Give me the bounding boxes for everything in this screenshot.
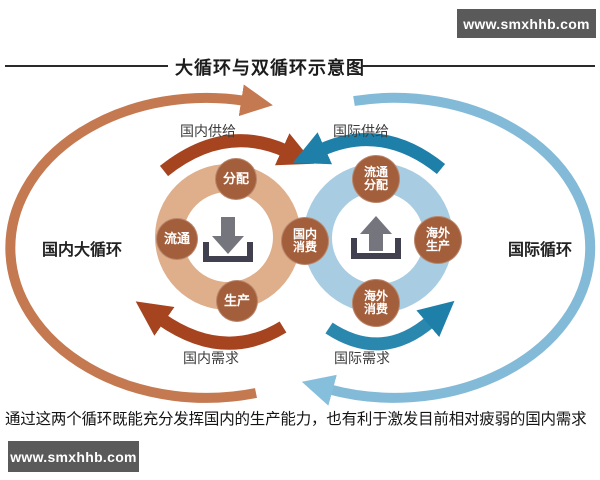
international-loop-arrow <box>301 92 596 406</box>
label-domestic-demand: 国内需求 <box>183 350 239 366</box>
page-title: 大循环与双循环示意图 <box>175 58 365 78</box>
node-overseas-consumption: 海外 消费 <box>352 279 400 327</box>
label-domestic-loop: 国内大循环 <box>42 242 123 259</box>
label-domestic-supply: 国内供给 <box>180 123 236 139</box>
site-badge-bottom: www.smxhhb.com <box>8 441 139 472</box>
title-rule-right <box>362 65 595 67</box>
node-circulation-distribution: 流通 分配 <box>352 155 400 203</box>
site-badge-bottom-text: www.smxhhb.com <box>10 448 137 465</box>
upload-icon <box>351 216 401 259</box>
site-badge-top: www.smxhhb.com <box>457 9 596 38</box>
label-international-demand: 国际需求 <box>334 350 390 366</box>
download-icon <box>203 217 253 262</box>
international-demand-arrow <box>325 300 455 351</box>
node-production: 生产 <box>216 280 258 322</box>
caption-text: 通过这两个循环既能充分发挥国内的生产能力，也有利于激发目前相对疲弱的国内需求 <box>5 411 587 428</box>
node-overseas-production: 海外 生产 <box>414 216 462 264</box>
domestic-demand-arrow <box>135 301 287 350</box>
domestic-supply-arrow <box>159 133 315 177</box>
title-rule-left <box>5 65 168 67</box>
node-circulation: 流通 <box>156 218 198 260</box>
site-badge-top-text: www.smxhhb.com <box>463 15 590 32</box>
international-supply-arrow <box>292 132 446 175</box>
node-domestic-consumption: 国内 消费 <box>281 217 329 265</box>
domestic-loop-arrow <box>5 84 273 403</box>
label-international-loop: 国际循环 <box>508 242 573 259</box>
label-international-supply: 国际供给 <box>333 123 389 139</box>
node-distribution: 分配 <box>215 158 257 200</box>
